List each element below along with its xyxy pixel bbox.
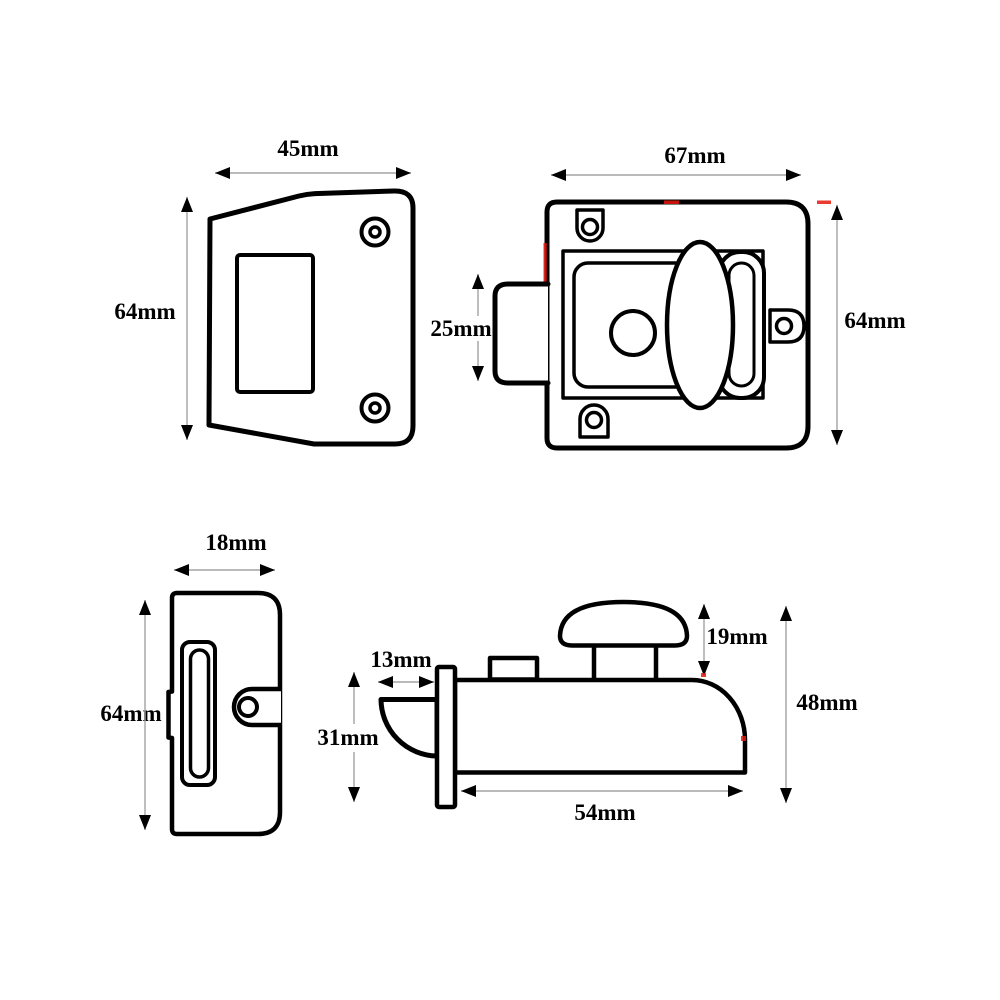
strike-screw-hole-top-center	[368, 225, 382, 239]
bolt-face-height-label: 31mm	[317, 725, 378, 750]
screw-lug-top-left-hole	[580, 217, 600, 237]
side-plate-body	[166, 590, 283, 837]
bolt-height-label: 25mm	[430, 316, 491, 341]
lock-height-label: 64mm	[844, 308, 905, 333]
latch-bolt-front	[492, 281, 551, 386]
overall-height-label: 48mm	[796, 690, 857, 715]
side-height-label: 64mm	[100, 701, 161, 726]
red-artifact-curve-corner	[741, 736, 746, 741]
knob-front	[664, 239, 736, 411]
bolt-projection-label: 13mm	[370, 647, 431, 672]
strike-width-label: 45mm	[277, 136, 338, 161]
strike-latch-hole	[235, 253, 315, 394]
red-artifact-left-edge	[543, 243, 547, 285]
lock-width-label: 67mm	[664, 143, 725, 168]
red-artifact-top-edge-2	[817, 200, 831, 204]
screw-lug-bottom-left-hole	[584, 410, 604, 430]
side-width-label: 18mm	[205, 530, 266, 555]
knob-height-label: 19mm	[706, 624, 767, 649]
strike-height-label: 64mm	[114, 299, 175, 324]
lock-front-view: 67mm 64mm 25mm	[430, 143, 906, 451]
profile-knob-cap	[557, 599, 690, 648]
red-artifact-top-edge-1	[664, 200, 679, 204]
strike-screw-hole-bottom-center	[368, 401, 382, 415]
strike-screw-hole-top	[359, 216, 391, 248]
profile-faceplate	[434, 664, 458, 810]
side-slot-outer	[180, 640, 217, 787]
profile-latch-bolt	[378, 697, 440, 759]
profile-body	[452, 677, 748, 775]
screw-lug-right-hole	[774, 316, 794, 336]
side-slot-inner	[188, 648, 211, 779]
red-artifact-arrow-tip	[701, 673, 706, 677]
lock-profile-view: 13mm 31mm 19mm 48mm 54mm	[317, 599, 858, 825]
strike-screw-hole-bottom	[359, 392, 391, 424]
strike-plate-front-view: 45mm 64mm	[114, 136, 416, 447]
body-length-label: 54mm	[574, 800, 635, 825]
cylinder-hole	[609, 309, 657, 357]
profile-snib	[487, 655, 540, 682]
side-screw-lug-hole	[237, 696, 259, 718]
lock-side-view: 18mm 64mm	[100, 530, 283, 837]
